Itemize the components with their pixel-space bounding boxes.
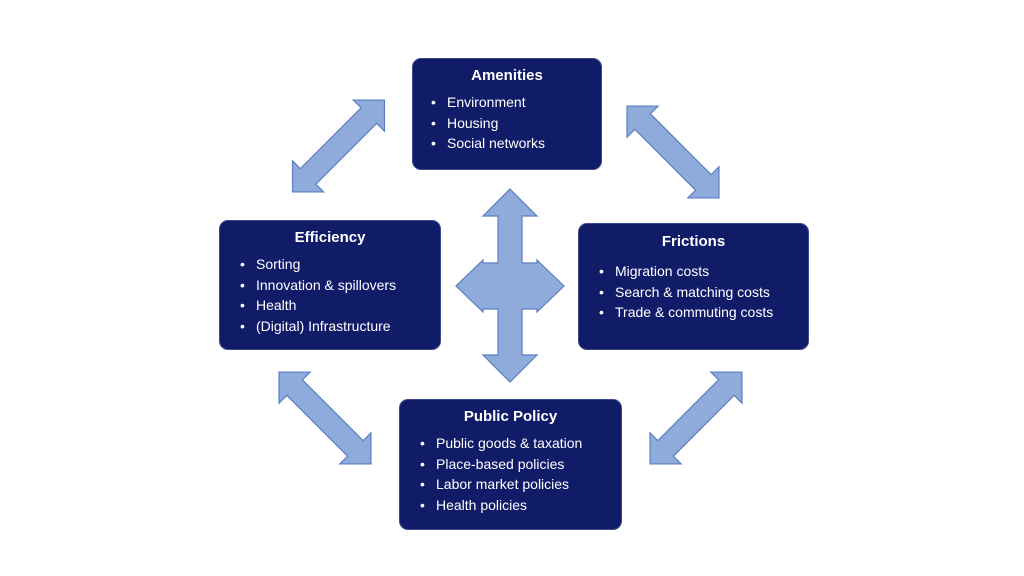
efficiency-list: Sorting Innovation & spillovers Health (…	[240, 254, 440, 336]
efficiency-title: Efficiency	[294, 229, 366, 246]
list-item: Public goods & taxation	[420, 433, 621, 454]
frictions-box: Frictions Migration costs Search & match…	[578, 223, 809, 350]
list-item: Labor market policies	[420, 474, 621, 495]
public-policy-title: Public Policy	[463, 408, 558, 425]
list-item: Health policies	[420, 495, 621, 516]
list-item: Place-based policies	[420, 454, 621, 475]
frictions-title: Frictions	[661, 233, 726, 250]
public-policy-list: Public goods & taxation Place-based poli…	[420, 433, 621, 515]
amenities-title: Amenities	[471, 67, 543, 84]
list-item: Innovation & spillovers	[240, 275, 440, 296]
arrow-center-four-way	[455, 188, 565, 383]
list-item: Health	[240, 295, 440, 316]
amenities-box: Amenities Environment Housing Social net…	[412, 58, 602, 170]
arrow-efficiency-public-policy	[278, 371, 372, 465]
list-item: Housing	[431, 113, 601, 134]
list-item: (Digital) Infrastructure	[240, 316, 440, 337]
list-item: Trade & commuting costs	[599, 302, 808, 323]
arrow-frictions-public-policy	[649, 371, 743, 465]
list-item: Environment	[431, 92, 601, 113]
arrow-amenities-frictions	[626, 105, 720, 199]
list-item: Social networks	[431, 133, 601, 154]
amenities-list: Environment Housing Social networks	[431, 92, 601, 154]
public-policy-box: Public Policy Public goods & taxation Pl…	[399, 399, 622, 530]
list-item: Search & matching costs	[599, 282, 808, 303]
arrow-amenities-efficiency	[291, 99, 386, 193]
list-item: Migration costs	[599, 261, 808, 282]
list-item: Sorting	[240, 254, 440, 275]
efficiency-box: Efficiency Sorting Innovation & spillove…	[219, 220, 441, 350]
frictions-list: Migration costs Search & matching costs …	[599, 261, 808, 323]
